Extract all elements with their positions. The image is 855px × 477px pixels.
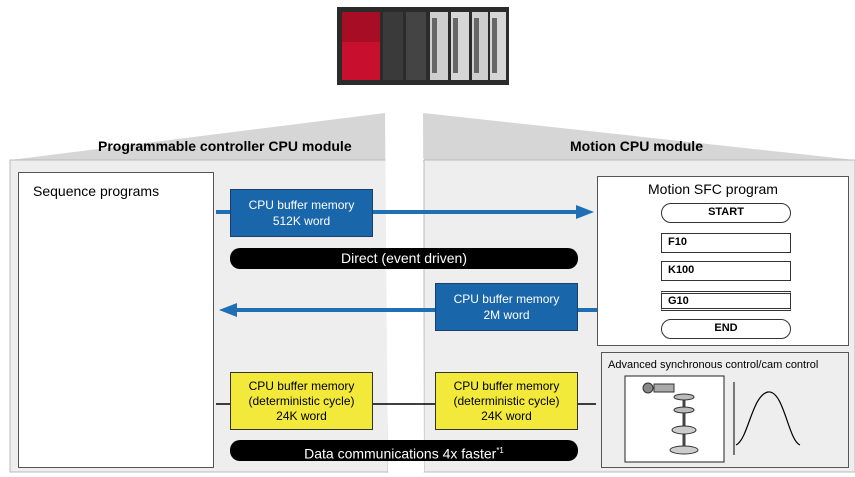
buffer-motion-2m-line2: 2M word <box>483 308 530 322</box>
sfc-g10-step: G10 <box>661 291 791 311</box>
buffer-deterministic-left: CPU buffer memory (deterministic cycle) … <box>230 372 373 430</box>
sfc-end-step: END <box>661 319 791 339</box>
center-wedge-top <box>388 112 424 160</box>
data-comm-faster-pill: Data communications 4x faster*1 <box>230 440 578 462</box>
det-right-line1: CPU buffer memory <box>453 378 560 393</box>
motion-sfc-title: Motion SFC program <box>648 181 778 197</box>
data-comm-faster-text: Data communications 4x faster <box>304 445 497 462</box>
direct-event-driven-pill: Direct (event driven) <box>230 248 578 269</box>
det-right-line2: (deterministic cycle) <box>453 393 560 408</box>
funnel-band <box>10 113 855 162</box>
det-left-line3: 24K word <box>276 408 327 423</box>
advanced-sync-title: Advanced synchronous control/cam control <box>608 359 819 371</box>
buffer-plc-512k-line1: CPU buffer memory <box>248 198 355 212</box>
det-right-line3: 24K word <box>481 408 532 423</box>
det-left-line1: CPU buffer memory <box>248 378 355 393</box>
det-left-line2: (deterministic cycle) <box>248 393 355 408</box>
sequence-programs-title: Sequence programs <box>33 183 160 199</box>
cam-diagram <box>624 375 801 463</box>
center-wedge <box>385 112 424 472</box>
advanced-sync-box: Advanced synchronous control/cam control <box>601 352 849 468</box>
sfc-start-step: START <box>661 203 791 223</box>
footnote-marker: *1 <box>496 446 504 455</box>
header-motion-cpu: Motion CPU module <box>570 138 703 154</box>
sequence-programs-box: Sequence programs <box>18 172 214 468</box>
buffer-deterministic-right: CPU buffer memory (deterministic cycle) … <box>435 372 578 430</box>
buffer-plc-512k-line2: 512K word <box>272 214 331 228</box>
header-plc-cpu: Programmable controller CPU module <box>98 138 352 154</box>
sfc-k100-step: K100 <box>661 261 791 281</box>
buffer-plc-512k: CPU buffer memory 512K word <box>230 189 373 237</box>
sfc-f10-step: F10 <box>661 233 791 253</box>
plc-hardware-image <box>337 7 509 85</box>
buffer-motion-2m: CPU buffer memory 2M word <box>435 283 578 331</box>
buffer-motion-2m-line1: CPU buffer memory <box>453 292 560 306</box>
